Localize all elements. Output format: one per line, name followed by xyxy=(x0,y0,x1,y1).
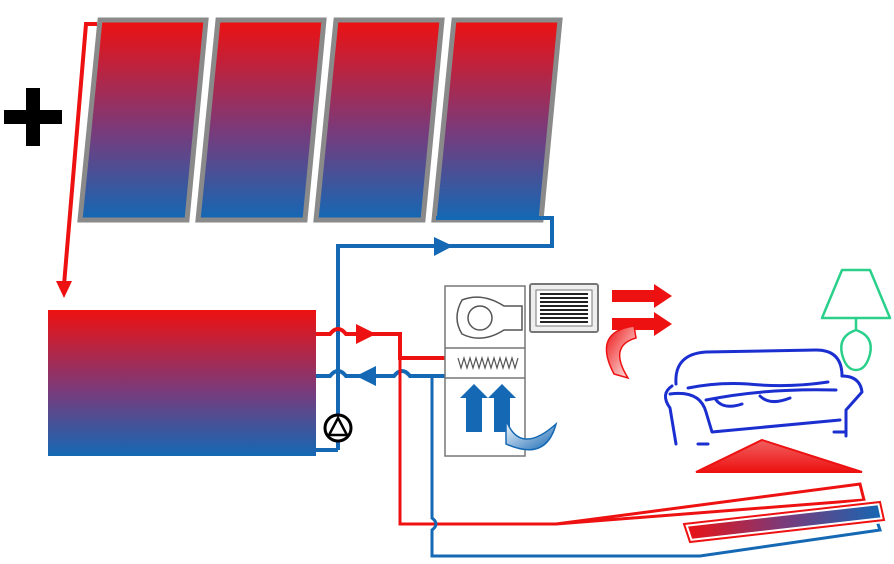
flow-arrow-right-icon xyxy=(434,237,453,256)
cold-return-pipe xyxy=(336,216,554,450)
solar-collector-array xyxy=(77,17,563,223)
flow-arrow-down-icon xyxy=(56,281,72,298)
pump-icon xyxy=(323,413,353,443)
warm-air-arrows-icon xyxy=(605,284,672,380)
solar-collector-panel xyxy=(431,17,563,223)
floor-heating-coil xyxy=(679,498,888,546)
plus-icon xyxy=(4,88,62,146)
floor-heating-coil-outline xyxy=(682,500,886,544)
cold-from-heater-pipe xyxy=(316,366,520,386)
intake-arrows-icon xyxy=(460,384,558,451)
grille-icon xyxy=(529,283,599,333)
flow-arrow-right-icon xyxy=(356,324,376,344)
lamp-icon xyxy=(820,268,892,372)
heating-coil-icon xyxy=(457,355,519,371)
floor-heating-pipes xyxy=(398,358,882,558)
heat-rising-arrow-icon xyxy=(695,438,863,473)
solar-collector-panel xyxy=(195,17,327,223)
solar-collector-panel xyxy=(77,17,209,223)
flow-arrow-left-icon xyxy=(356,366,376,386)
hot-to-heater-pipe xyxy=(316,324,456,360)
sofa-icon xyxy=(664,348,864,446)
fan-icon xyxy=(456,296,523,339)
hot-supply-pipe xyxy=(56,22,97,298)
storage-tank xyxy=(48,310,316,456)
solar-collector-panel xyxy=(313,17,445,223)
air-handler-unit xyxy=(444,285,558,457)
